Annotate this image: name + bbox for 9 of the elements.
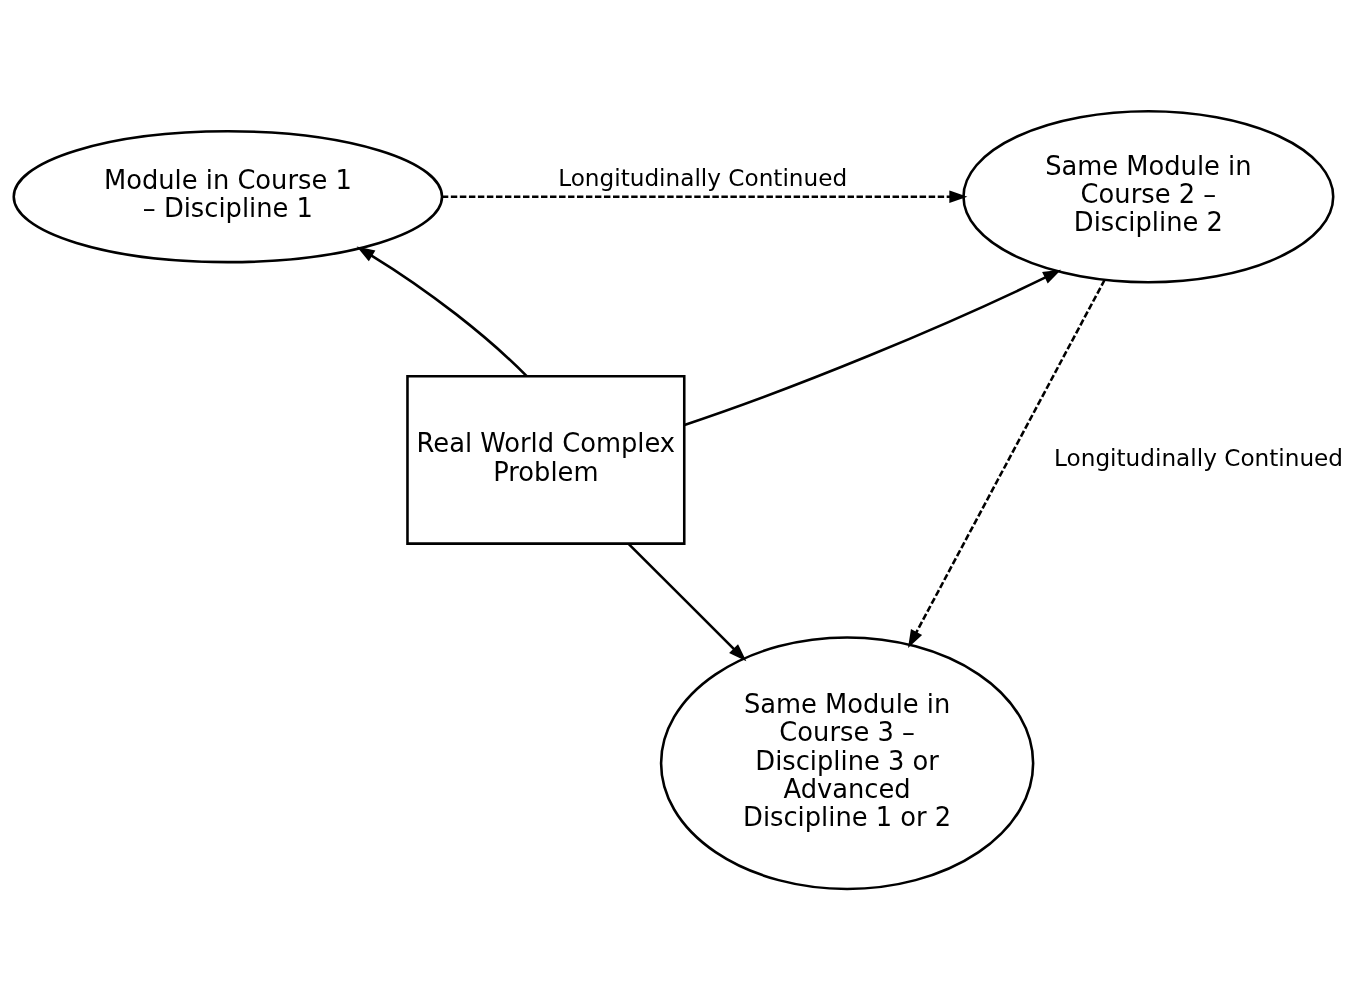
edge-label: Longitudinally Continued [1054,443,1344,471]
arrow [908,279,1106,648]
arrow [356,246,528,377]
arrow [684,269,1062,427]
node-ellipse: Same Module in Course 3 – Discipline 3 or Advanced Discipline 1 or 2 [659,636,1035,891]
edge-label: Longitudinally Continued [558,163,848,191]
arrow [627,542,747,662]
node-box: Real World Complex Problem [406,375,686,545]
arrow [441,190,968,204]
